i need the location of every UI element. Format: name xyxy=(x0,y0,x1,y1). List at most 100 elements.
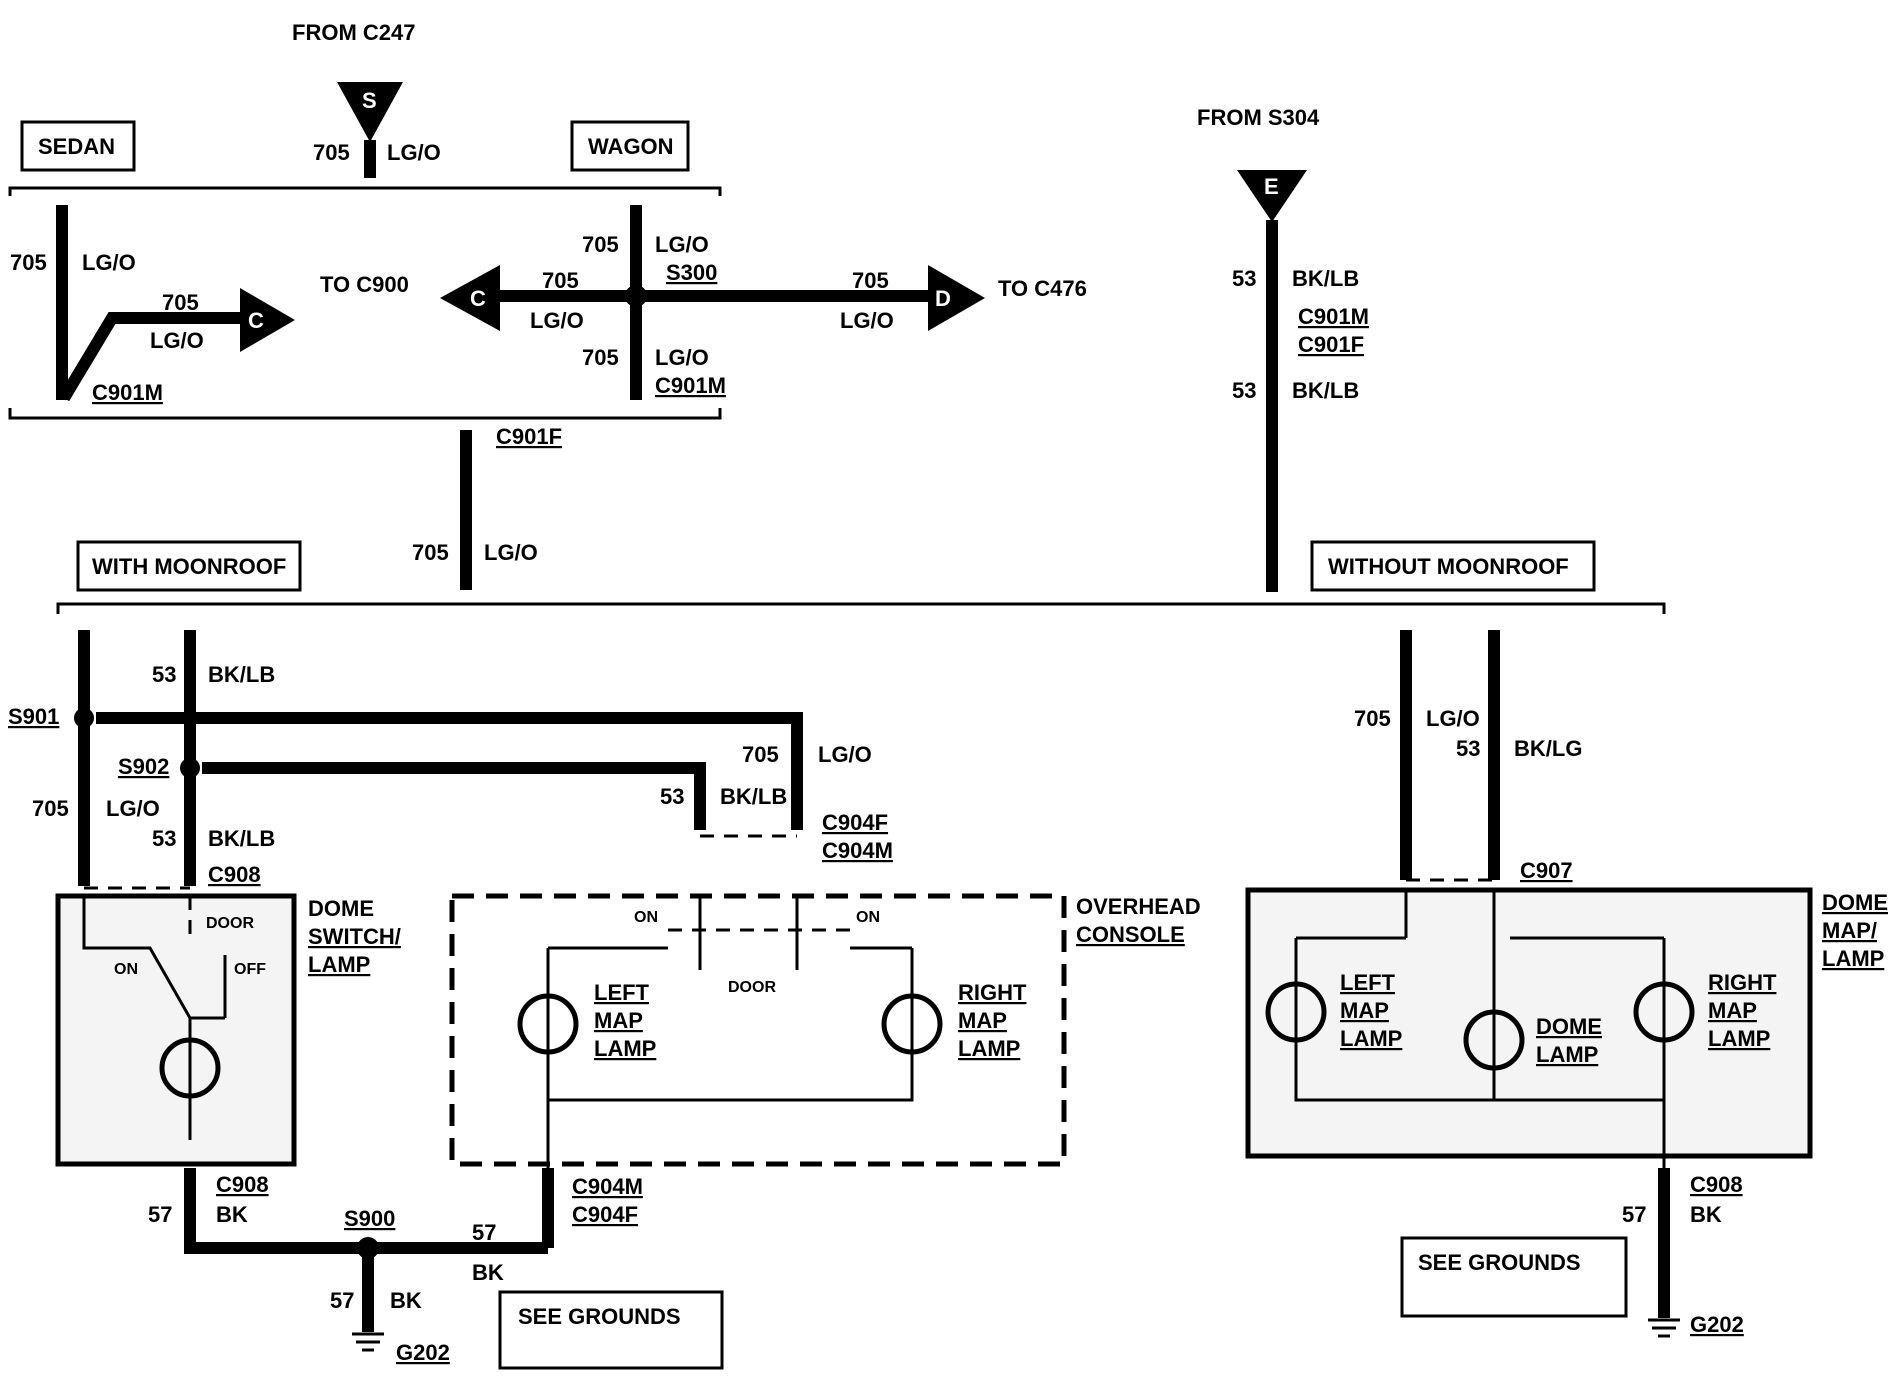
sedan-label: SEDAN xyxy=(38,134,115,159)
c904f-bottom-label: C904F xyxy=(572,1202,638,1227)
right-wire-num-53: 53 xyxy=(1456,736,1480,761)
c901m-right-label: C901M xyxy=(1298,304,1369,329)
dome-map-lamp-title-1: DOME xyxy=(1822,890,1888,915)
left-map-lamp-bulb-icon xyxy=(517,993,579,1055)
with-moonroof-label: WITH MOONROOF xyxy=(92,554,286,579)
wagon-box xyxy=(570,120,690,172)
console-wire-num-705: 705 xyxy=(742,742,779,767)
wagon-wire-num-705-right: 705 xyxy=(852,268,889,293)
overhead-console-title-1: OVERHEAD xyxy=(1076,894,1201,919)
console-right-on-label: ON xyxy=(856,909,880,926)
left-map-lamp-label-1: LEFT xyxy=(594,980,650,1005)
s900-label: S900 xyxy=(344,1206,395,1231)
dome-map-lamp-title-3: LAMP xyxy=(1822,946,1884,971)
wire-color-bklb-b: BK/LB xyxy=(1292,378,1359,403)
right-dome-lamp-label-1: DOME xyxy=(1536,1014,1602,1039)
console-wire-color-bk: BK xyxy=(472,1260,504,1285)
console-lamp-loop xyxy=(546,948,914,1102)
console-left-on-label: ON xyxy=(634,909,658,926)
g202-left-wire-color-bk: BK xyxy=(390,1288,422,1313)
overhead-console-box xyxy=(449,893,1067,1167)
wire-color-lgo-feed: LG/O xyxy=(387,140,441,165)
s902-label: S902 xyxy=(118,754,169,779)
moonroof-option-brace xyxy=(56,602,1666,614)
see-grounds-left-label: SEE GROUNDS xyxy=(518,1304,681,1329)
left-wire-num-53-bottom: 53 xyxy=(152,826,176,851)
g202-left-label: G202 xyxy=(396,1340,450,1365)
s300-label: S300 xyxy=(666,260,717,285)
splice-e-letter: E xyxy=(1264,174,1279,199)
wire-num-705-c901f: 705 xyxy=(412,540,449,565)
c908-left-bottom-label: C908 xyxy=(216,1172,269,1197)
right-wire-num-57: 57 xyxy=(1622,1202,1646,1227)
wagon-c901m-label: C901M xyxy=(655,373,726,398)
dome-switch-lamp-box xyxy=(55,893,297,1167)
sedan-c-letter: C xyxy=(248,308,264,333)
dome-switch-title-3: LAMP xyxy=(308,952,370,977)
bottom-option-brace xyxy=(8,408,722,420)
wagon-wire-num-705-bottom: 705 xyxy=(582,345,619,370)
dome-lamp-bulb-icon xyxy=(159,1037,221,1099)
see-grounds-left-box xyxy=(498,1290,724,1370)
right-lamp-loop xyxy=(1294,938,1666,1102)
wagon-wire-num-705-top: 705 xyxy=(582,232,619,257)
sedan-c-arrow xyxy=(240,288,295,352)
left-wire-num-57: 57 xyxy=(148,1202,172,1227)
right-wire-color-bk: BK xyxy=(1690,1202,1722,1227)
wagon-c-arrow xyxy=(440,265,500,331)
wire-705-to-console xyxy=(96,712,803,830)
s902-splice xyxy=(180,758,200,778)
splice-e-connector xyxy=(1237,170,1307,222)
left-wire-color-lgo: LG/O xyxy=(106,796,160,821)
dome-switch-path xyxy=(82,896,192,1140)
g202-left-wire-num-57: 57 xyxy=(330,1288,354,1313)
left-map-lamp-label-3: LAMP xyxy=(594,1036,656,1061)
right-right-map-lamp-label-2: MAP xyxy=(1708,998,1757,1023)
g202-right-ground-icon xyxy=(1648,1318,1680,1338)
to-c900-label: TO C900 xyxy=(320,272,409,297)
right-map-lamp-label-3: LAMP xyxy=(958,1036,1020,1061)
dome-switch-title-2: SWITCH/ xyxy=(308,924,401,949)
left-wire-num-53-top: 53 xyxy=(152,662,176,687)
see-grounds-right-box xyxy=(1400,1236,1628,1318)
s901-label: S901 xyxy=(8,704,59,729)
dome-map-lamp-title-2: MAP/ xyxy=(1822,918,1877,943)
console-wire-color-lgo: LG/O xyxy=(818,742,872,767)
dome-map-lamp-box xyxy=(1245,887,1813,1159)
without-moonroof-label: WITHOUT MOONROOF xyxy=(1328,554,1569,579)
right-right-map-lamp-label-3: LAMP xyxy=(1708,1026,1770,1051)
dome-switch-title-1: DOME xyxy=(308,896,374,921)
c907-label: C907 xyxy=(1520,858,1573,883)
sedan-box xyxy=(20,120,136,172)
dome-switch-off-label: OFF xyxy=(234,961,266,978)
right-left-map-lamp-label-1: LEFT xyxy=(1340,970,1396,995)
sedan-wire-color-lgo-b: LG/O xyxy=(150,328,204,353)
right-right-map-lamp-label-1: RIGHT xyxy=(1708,970,1777,995)
splice-s-letter: S xyxy=(362,88,377,113)
console-wire-num-53: 53 xyxy=(660,784,684,809)
sedan-wire-color-lgo: LG/O xyxy=(82,250,136,275)
right-right-map-lamp-bulb-icon xyxy=(1633,981,1695,1043)
right-wire-color-lgo: LG/O xyxy=(1426,706,1480,731)
left-wire-color-bklb-bottom: BK/LB xyxy=(208,826,275,851)
c908-left-label: C908 xyxy=(208,862,261,887)
right-wire-num-705: 705 xyxy=(1354,706,1391,731)
dome-switch-on-label: ON xyxy=(114,961,138,978)
right-map-lamp-label-1: RIGHT xyxy=(958,980,1027,1005)
with-moonroof-box xyxy=(76,540,302,592)
right-dome-lamp-label-2: LAMP xyxy=(1536,1042,1598,1067)
dome-switch-door-label: DOOR xyxy=(206,915,254,932)
wagon-c-letter: C xyxy=(470,286,486,311)
c904m-label: C904M xyxy=(822,838,893,863)
c901f-label: C901F xyxy=(496,424,562,449)
wagon-d-arrow xyxy=(928,265,985,331)
from-c247-label: FROM C247 xyxy=(292,20,415,45)
right-left-map-lamp-bulb-icon xyxy=(1265,981,1327,1043)
sedan-wire-num-705: 705 xyxy=(10,250,47,275)
wagon-wire-color-lgo-left: LG/O xyxy=(530,308,584,333)
see-grounds-right-label: SEE GROUNDS xyxy=(1418,1250,1581,1275)
sedan-c901m-label: C901M xyxy=(92,380,163,405)
c901f-right-label: C901F xyxy=(1298,332,1364,357)
wire-num-53-a: 53 xyxy=(1232,266,1256,291)
wagon-label: WAGON xyxy=(588,134,674,159)
